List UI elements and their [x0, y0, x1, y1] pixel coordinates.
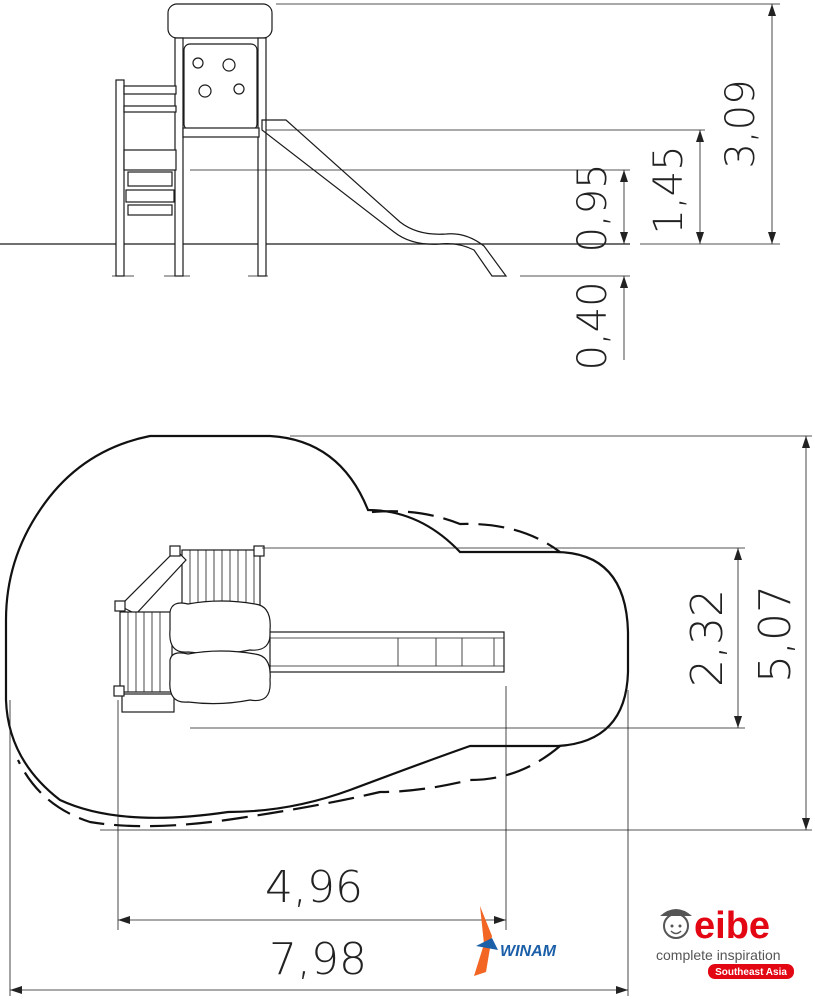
arrowhead [734, 716, 742, 728]
post-cap [253, 545, 265, 557]
dim-label-foundation-depth: 0,40 [570, 281, 616, 370]
eibe-wordmark: eibe [694, 905, 770, 947]
dim-label-safety-length: 7,98 [269, 934, 367, 985]
ladder-rail [123, 85, 177, 95]
arrowhead [620, 276, 628, 288]
arrowhead [768, 4, 776, 16]
top-view: 2,32 5,07 4,96 7,98 [4, 434, 812, 996]
dim-label-equipment-width: 2,32 [682, 589, 733, 687]
arrowhead [620, 232, 628, 244]
arrowhead [802, 436, 810, 448]
arrowhead [118, 916, 130, 924]
impact-area-dashed [17, 745, 561, 828]
arrowhead [616, 986, 628, 994]
winam-arm-icon [476, 938, 498, 950]
dim-label-step-height: 0,95 [570, 163, 616, 252]
eibe-tagline: complete inspiration [656, 947, 781, 963]
deck-diagonal [118, 549, 187, 615]
climbing-hold [192, 57, 204, 69]
eibe-region-label: Southeast Asia [715, 967, 787, 978]
dim-label-equipment-length: 4,96 [265, 862, 363, 913]
step-box [125, 189, 175, 203]
eibe-hair-icon [660, 909, 692, 916]
climbing-panel [183, 43, 258, 131]
slide [261, 119, 508, 277]
tower-post-right [257, 37, 267, 277]
bottom-step [121, 693, 175, 713]
winam-wordmark: WINAM [500, 943, 557, 960]
step-box [127, 204, 173, 216]
climbing-hold [233, 83, 245, 95]
arrowhead [10, 986, 22, 994]
step-box [123, 149, 177, 171]
eibe-face-icon [663, 913, 689, 939]
climbing-hold [222, 58, 236, 72]
step-box [127, 171, 173, 187]
dim-label-total-height: 3,09 [718, 79, 764, 168]
post-cap [114, 600, 126, 612]
climbing-hold [198, 84, 212, 98]
ladder-boards [119, 611, 173, 693]
winam-figure-icon [474, 906, 492, 976]
arrowhead [620, 170, 628, 182]
roof-top-view [169, 650, 271, 705]
post-cap [113, 685, 125, 697]
roof-top-view [169, 600, 271, 655]
post-cap [169, 545, 181, 557]
safety-zone-outline [4, 434, 630, 819]
ladder-post [115, 79, 125, 277]
eibe-logo: eibe complete inspiration Southeast Asia [656, 905, 794, 979]
platform-deck [182, 127, 260, 138]
side-view: 3,09 1,45 0,95 0,40 [0, 3, 780, 371]
arrowhead [696, 232, 704, 244]
slide-top-view [269, 631, 505, 673]
deck-boards [181, 549, 261, 611]
arrowhead [734, 548, 742, 560]
dim-label-platform-height: 1,45 [646, 145, 692, 234]
arrowhead [696, 130, 704, 142]
ladder-rung [123, 105, 177, 113]
impact-area-dashed [371, 510, 561, 553]
arrowhead [802, 818, 810, 830]
dim-label-safety-width: 5,07 [750, 585, 801, 683]
eibe-region-badge [708, 964, 794, 979]
arrowhead [494, 916, 506, 924]
roof [167, 3, 273, 39]
arrowhead [768, 232, 776, 244]
winam-logo: WINAM [474, 906, 557, 976]
